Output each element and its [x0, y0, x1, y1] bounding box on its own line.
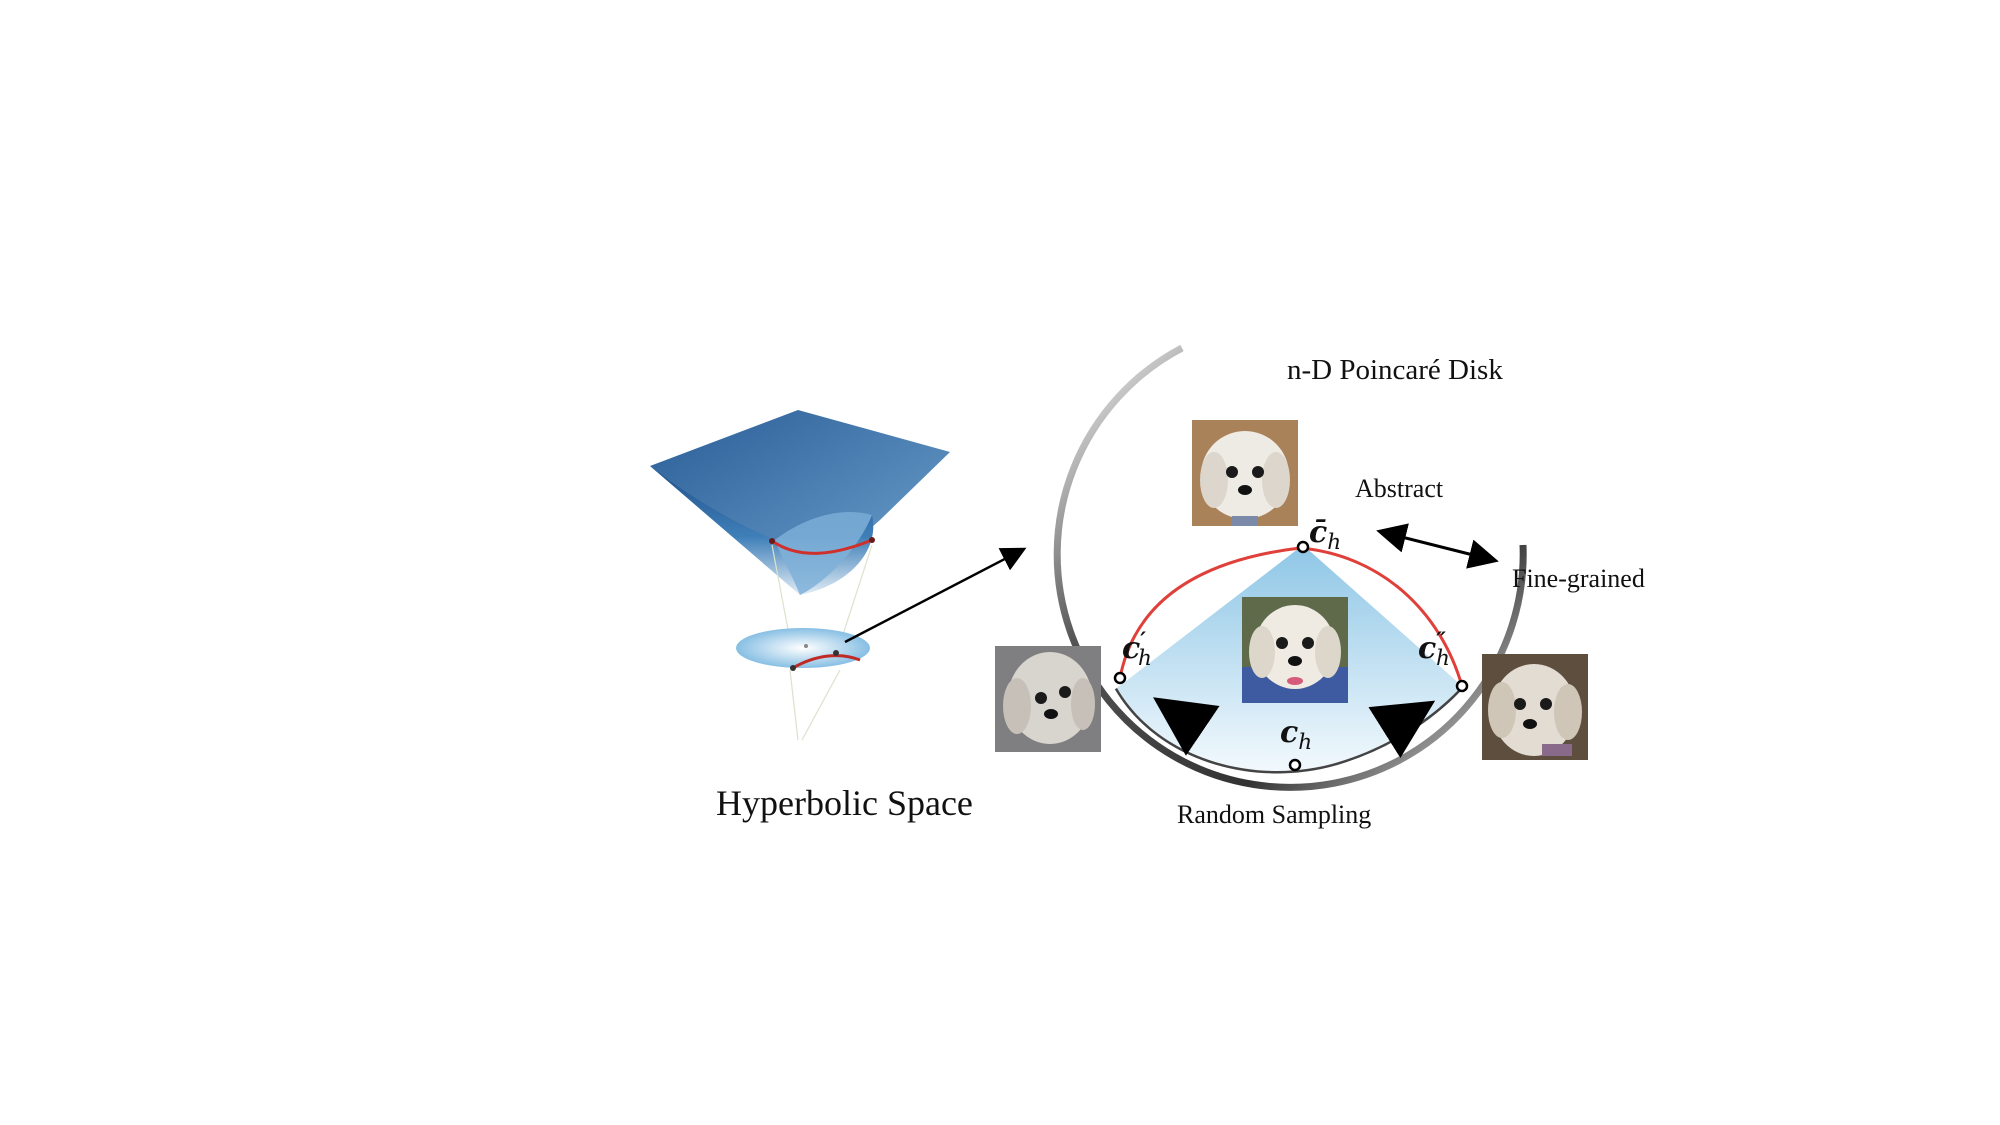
dog-face-icon	[1242, 597, 1348, 703]
c-double-prime-h-label: c″h	[1418, 628, 1450, 671]
dog-face-icon	[1192, 420, 1298, 526]
dog-photo-left	[995, 646, 1101, 752]
point-c-prime	[1113, 671, 1127, 685]
c-symbol: c	[1280, 715, 1299, 750]
c-prime-mark: ′	[1140, 628, 1146, 653]
point-c	[1288, 758, 1302, 772]
c-bar-subscript: h	[1327, 530, 1342, 555]
fine-grained-arrow	[1376, 523, 1499, 569]
c-bar-h-label: c̄h	[1309, 515, 1341, 555]
fine-grained-label: Fine-grained	[1512, 564, 1645, 593]
point-c-double-prime	[1455, 679, 1469, 693]
poincare-ellipse	[736, 628, 870, 671]
dog-photo-center	[1242, 597, 1348, 703]
dog-photo-abstract	[1192, 420, 1298, 526]
sampling-arrow-right	[1368, 700, 1436, 758]
abstract-label: Abstract	[1355, 474, 1444, 503]
poincare-disk-title: n-D Poincaré Disk	[1287, 354, 1503, 386]
dog-face-icon	[995, 646, 1101, 752]
dog-face-icon	[1482, 654, 1588, 760]
sampling-arrow-left	[1153, 697, 1220, 756]
c-h-label: ch	[1280, 715, 1312, 755]
point-c-bar	[1296, 540, 1310, 554]
c-prime-h-label: c′h	[1122, 628, 1152, 671]
random-sampling-label: Random Sampling	[1177, 800, 1372, 829]
c-double-prime-mark: ″	[1436, 628, 1446, 653]
c-prime-symbol: c	[1122, 631, 1141, 666]
dog-photo-right	[1482, 654, 1588, 760]
c-subscript: h	[1298, 730, 1313, 755]
c-double-prime-subscript: h	[1435, 646, 1450, 671]
hyperbolic-space-label: Hyperbolic Space	[716, 783, 973, 823]
c-double-prime-symbol: c	[1418, 631, 1437, 666]
hyperbolic-surface	[650, 410, 950, 595]
c-prime-subscript: h	[1137, 646, 1152, 671]
c-bar-symbol: c̄	[1309, 515, 1328, 550]
projection-arrow	[844, 547, 1027, 644]
